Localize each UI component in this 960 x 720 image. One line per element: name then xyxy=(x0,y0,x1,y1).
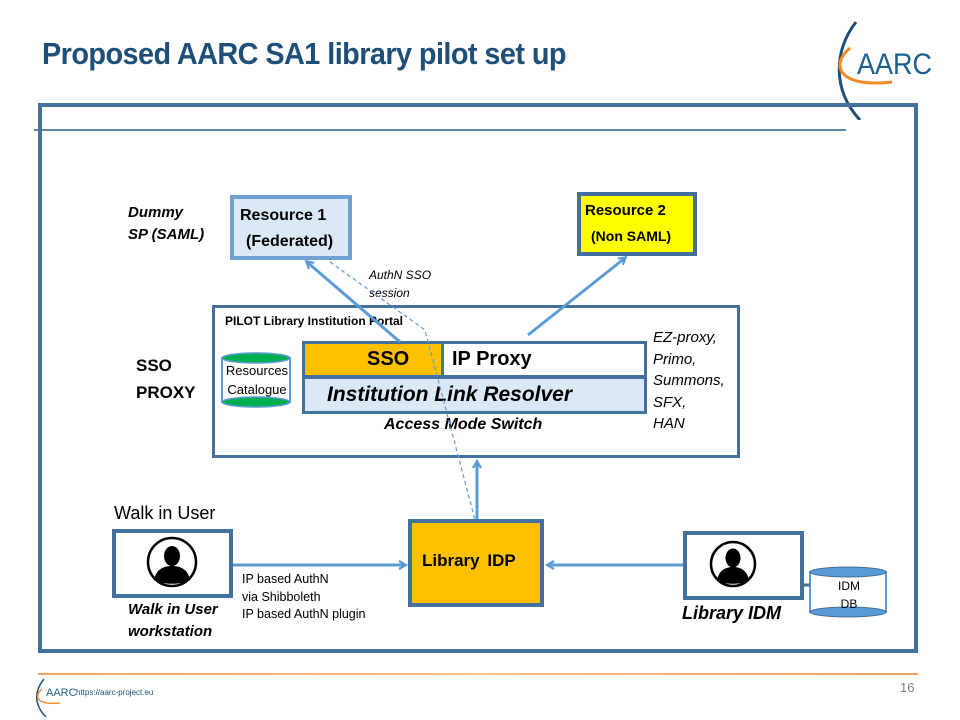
resource-2-subtitle: (Non SAML) xyxy=(591,228,672,244)
footer-url-link[interactable]: https://aarc-project.eu xyxy=(76,688,154,697)
resources-catalogue-label: Resources Catalogue xyxy=(221,361,293,399)
ip-proxy-label: IP Proxy xyxy=(452,348,532,370)
ip-auth-line: IP based AuthN plugin xyxy=(242,607,366,621)
footer-divider xyxy=(38,673,918,675)
product-item: HAN xyxy=(653,415,685,432)
idm-db-line2: DB xyxy=(840,597,858,611)
divider-line xyxy=(34,129,846,131)
walk-in-workstation-caption: Walk in User workstation xyxy=(128,599,218,643)
product-item: EZ-proxy, xyxy=(653,329,717,346)
footer-aarc-logo-icon xyxy=(36,678,61,717)
user-avatar-icon xyxy=(146,536,198,588)
sso-proxy-line1: SSO xyxy=(136,356,172,375)
resources-catalogue-database-icon[interactable] xyxy=(220,352,292,408)
products-list: EZ-proxy, Primo, Summons, SFX, HAN xyxy=(653,327,725,435)
authn-sso-session-label: AuthN SSO session xyxy=(369,266,431,302)
sso-proxy-label: SSO PROXY xyxy=(136,352,196,406)
access-mode-switch-label: Access Mode Switch xyxy=(384,416,543,433)
footer-logo-text: AARC xyxy=(46,687,77,699)
aarc-logo-icon xyxy=(837,21,893,120)
diagram-frame xyxy=(38,103,918,653)
resource-1-box[interactable]: Resource 1 (Federated) xyxy=(230,195,352,260)
idm-database-icon[interactable] xyxy=(808,566,888,618)
aarc-logo-text: AARC xyxy=(857,48,933,81)
library-idp-box[interactable]: Library IDP xyxy=(408,519,544,607)
catalogue-line1: Resources xyxy=(225,363,289,378)
product-item: Primo, xyxy=(653,350,697,368)
library-idp-label: Library IDP xyxy=(422,551,516,570)
portal-title: PILOT Library Institution Portal xyxy=(225,314,404,328)
library-idm-caption: Library IDM xyxy=(682,603,782,623)
page-number: 16 xyxy=(900,680,915,695)
product-item: SFX, xyxy=(653,393,687,411)
resource-1-subtitle: (Federated) xyxy=(246,233,334,250)
ip-auth-line: IP based AuthN xyxy=(242,572,329,586)
authn-line2: session xyxy=(369,286,410,300)
resource-1-title: Resource 1 xyxy=(240,207,327,224)
dummy-sp-line2: SP (SAML) xyxy=(128,226,205,243)
ip-auth-notes: IP based AuthN via Shibboleth IP based A… xyxy=(242,571,365,624)
sso-label: SSO xyxy=(367,348,410,370)
ip-auth-line: via Shibboleth xyxy=(242,589,321,604)
sso-proxy-line2: PROXY xyxy=(136,383,196,402)
idm-db-line1: IDM xyxy=(838,579,860,593)
resource-2-title: Resource 2 xyxy=(585,202,666,219)
user-avatar-icon xyxy=(709,540,757,588)
walk-in-user-box[interactable] xyxy=(112,529,233,598)
ip-proxy-box[interactable]: IP Proxy xyxy=(441,341,647,378)
library-idm-box[interactable] xyxy=(683,531,804,600)
institution-link-resolver-box[interactable]: Institution Link Resolver xyxy=(302,376,647,414)
dummy-sp-label: Dummy SP (SAML) xyxy=(128,202,204,246)
catalogue-line2: Catalogue xyxy=(227,382,287,397)
authn-line1: AuthN SSO xyxy=(369,268,432,282)
walk-in-user-title: Walk in User xyxy=(114,503,216,523)
idm-db-label: IDM DB xyxy=(818,577,880,613)
sso-box[interactable]: SSO xyxy=(302,341,444,378)
caption-line1: Walk in User xyxy=(128,601,218,618)
product-item: Summons, xyxy=(653,372,725,389)
link-resolver-label: Institution Link Resolver xyxy=(327,383,573,406)
resource-2-box[interactable]: Resource 2 (Non SAML) xyxy=(577,192,697,256)
slide-title: Proposed AARC SA1 library pilot set up xyxy=(42,36,567,71)
dummy-sp-line1: Dummy xyxy=(128,204,184,221)
caption-line2: workstation xyxy=(128,623,213,640)
